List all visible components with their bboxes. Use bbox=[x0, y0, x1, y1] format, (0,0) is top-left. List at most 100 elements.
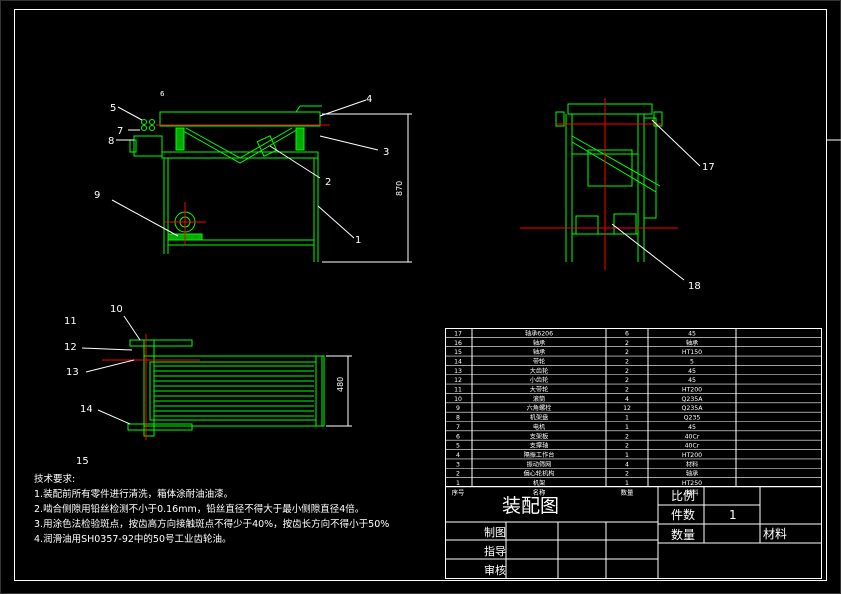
bom-cell-qty: 1 bbox=[625, 452, 629, 459]
bom-cell-qty: 1 bbox=[625, 424, 629, 431]
bom-cell-no: 10 bbox=[454, 396, 462, 403]
front-label-9: 9 bbox=[94, 190, 100, 201]
bom-cell-qty: 4 bbox=[625, 396, 629, 403]
bom-cell-qty: 6 bbox=[625, 330, 629, 337]
bom-cell-qty: 2 bbox=[625, 377, 629, 384]
front-dimension-text: 870 bbox=[395, 181, 404, 196]
pieces-value: 1 bbox=[729, 508, 737, 522]
top-label-14: 14 bbox=[80, 404, 93, 415]
bom-cell-qty: 2 bbox=[625, 349, 629, 356]
side-top-beam bbox=[567, 103, 653, 115]
bom-cell-qty: 12 bbox=[623, 405, 631, 412]
bom-cell-no: 8 bbox=[456, 415, 460, 422]
front-top-table bbox=[159, 111, 321, 127]
bom-cell-qty: 4 bbox=[625, 461, 629, 468]
bom-cell-name: 支撑轴 bbox=[530, 442, 549, 450]
bom-cell-qty: 2 bbox=[625, 443, 629, 450]
material-label: 材料 bbox=[763, 527, 787, 541]
bom-cell-no: 6 bbox=[456, 433, 460, 440]
notes-line-2: 2.啮合侧隙用铅丝检测不小于0.16mm，铅丝直径不得大于最小侧隙直径4倍。 bbox=[34, 504, 365, 515]
bom-cell-no: 17 bbox=[454, 330, 462, 337]
bom-cell-qty: 2 bbox=[625, 358, 629, 365]
bom-cell-name: 偏心轮机构 bbox=[524, 470, 555, 478]
bom-cell-material: 轴承 bbox=[686, 470, 698, 478]
drawing-title: 装配图 bbox=[502, 495, 559, 517]
bom-header-material: 材料 bbox=[686, 487, 699, 496]
top-leaders bbox=[81, 315, 352, 427]
bom-cell-name: 机架 bbox=[533, 479, 545, 487]
bom-cell-material: HT200 bbox=[682, 387, 702, 394]
bom-cell-qty: 1 bbox=[625, 415, 629, 422]
bom-cell-name: 机架盘 bbox=[530, 414, 549, 422]
bom-cell-name: 大带轮 bbox=[530, 386, 549, 394]
side-label-17: 17 bbox=[702, 162, 715, 173]
bom-header-no: 序号 bbox=[452, 487, 465, 496]
notes-line-4: 4.润滑油用SH0357-92中的50号工业齿轮油。 bbox=[34, 534, 232, 545]
front-center-lines bbox=[156, 124, 330, 244]
bom-cell-no: 3 bbox=[456, 461, 460, 468]
bom-cell-no: 4 bbox=[456, 452, 460, 459]
bom-cell-qty: 2 bbox=[625, 387, 629, 394]
bom-cell-no: 11 bbox=[454, 387, 462, 394]
bom-cell-name: 六角螺栓 bbox=[527, 404, 552, 412]
front-label-3: 3 bbox=[383, 147, 389, 158]
bom-cell-name: 轴承6206 bbox=[525, 329, 553, 337]
front-label-2: 2 bbox=[325, 177, 331, 188]
scale-label: 比例 bbox=[671, 489, 695, 503]
bom-cell-qty: 2 bbox=[625, 471, 629, 478]
bom-cell-qty: 2 bbox=[625, 433, 629, 440]
bom-cell-no: 5 bbox=[456, 443, 460, 450]
bom-cell-name: 轴承 bbox=[533, 339, 545, 347]
top-view bbox=[127, 339, 325, 437]
bom-cell-name: 大齿轮 bbox=[530, 367, 549, 375]
bom-header-qty: 数量 bbox=[621, 487, 634, 496]
bom-cell-name: 带轮 bbox=[533, 357, 545, 365]
bom-cell-material: 材料 bbox=[686, 460, 698, 468]
top-label-11: 11 bbox=[64, 316, 77, 327]
front-motor bbox=[133, 135, 163, 157]
top-label-13: 13 bbox=[66, 367, 79, 378]
side-view bbox=[555, 103, 663, 262]
top-label-10: 10 bbox=[110, 304, 123, 315]
bom-cell-name: 电机 bbox=[533, 423, 546, 431]
bom-cell-material: HT250 bbox=[682, 480, 702, 487]
front-hopper bbox=[177, 127, 301, 164]
bom-cell-no: 15 bbox=[454, 349, 462, 356]
bom-cell-material: Q235 bbox=[684, 415, 701, 422]
notes-line-3: 3.用涂色法检验斑点，按齿高方向接触斑点不得少于40%，按齿长方向不得小于50% bbox=[34, 519, 390, 530]
bom-cell-qty: 2 bbox=[625, 340, 629, 347]
bom-cell-no: 7 bbox=[456, 424, 460, 431]
front-label-8: 8 bbox=[108, 136, 114, 147]
title-block bbox=[445, 486, 822, 579]
front-label-1: 1 bbox=[355, 235, 361, 246]
front-view bbox=[129, 105, 322, 262]
outer-frame bbox=[14, 9, 827, 581]
bom-cell-name: 滚筒 bbox=[533, 395, 545, 403]
bom-cell-no: 16 bbox=[454, 340, 462, 347]
bom-cell-material: 40Cr bbox=[685, 433, 700, 440]
bom-cell-no: 9 bbox=[456, 405, 460, 412]
pieces-label: 件数 bbox=[671, 507, 695, 522]
bom-cell-material: 45 bbox=[688, 368, 696, 375]
front-label-4: 4 bbox=[366, 94, 372, 105]
bom-cell-no: 13 bbox=[454, 368, 462, 375]
bom-header-name: 名称 bbox=[533, 487, 546, 496]
bom-cell-material: HT200 bbox=[682, 452, 702, 459]
bom-cell-material: 45 bbox=[688, 424, 696, 431]
bom-cell-name: 振动筛网 bbox=[527, 460, 552, 468]
bom-cell-material: 45 bbox=[688, 377, 696, 384]
bom-cell-material: Q235A bbox=[682, 396, 704, 403]
side-center-lines bbox=[520, 98, 678, 270]
bom-cell-qty: 2 bbox=[625, 368, 629, 375]
side-leaders bbox=[611, 119, 701, 281]
bom-cell-material: 轴承 bbox=[686, 339, 698, 347]
guide-label: 指导 bbox=[484, 544, 506, 558]
bom-cell-material: Q235A bbox=[682, 405, 704, 412]
bom-cell-material: HT150 bbox=[682, 349, 702, 356]
bom-row-lines bbox=[445, 337, 822, 488]
notes-title: 技术要求: bbox=[34, 474, 76, 485]
bom-cell-no: 1 bbox=[456, 480, 460, 487]
